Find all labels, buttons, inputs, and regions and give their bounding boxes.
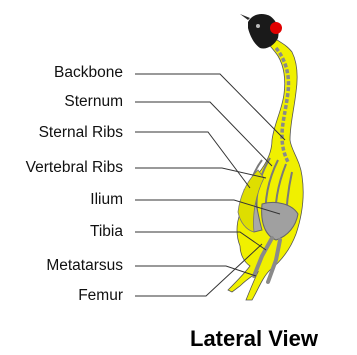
leader-metatarsus xyxy=(135,266,256,276)
beak xyxy=(240,14,250,20)
leader-sternal-ribs xyxy=(135,132,250,188)
label-femur: Femur xyxy=(78,287,123,305)
label-backbone: Backbone xyxy=(54,64,123,82)
label-metatarsus: Metatarsus xyxy=(46,257,123,275)
label-sternal-ribs: Sternal Ribs xyxy=(39,124,123,142)
label-tibia: Tibia xyxy=(90,223,123,241)
comb xyxy=(270,22,282,34)
label-ilium: Ilium xyxy=(90,191,123,209)
leader-vertebral-ribs xyxy=(135,168,266,178)
leader-backbone xyxy=(135,74,285,140)
label-sternum: Sternum xyxy=(64,93,123,111)
view-caption: Lateral View xyxy=(190,326,318,352)
eye xyxy=(256,24,260,28)
label-vertebral-ribs: Vertebral Ribs xyxy=(26,159,123,177)
leader-sternum xyxy=(135,102,272,166)
